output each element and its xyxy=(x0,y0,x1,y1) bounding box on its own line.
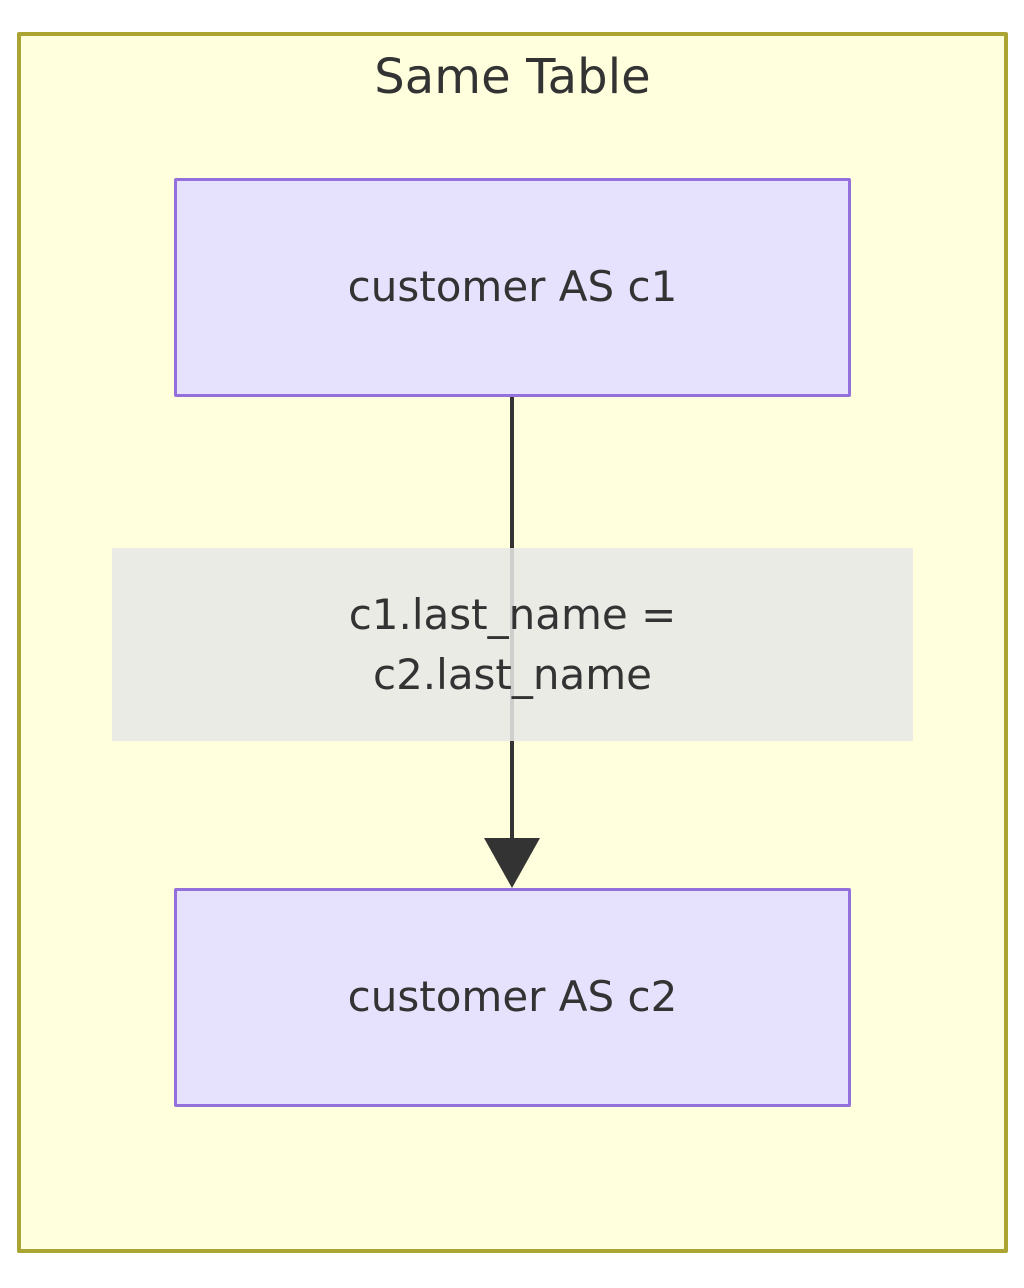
node-customer-as-c2[interactable]: customer AS c2 xyxy=(174,888,851,1107)
edge-label-line-1: c1.last_name = xyxy=(348,589,677,639)
node-customer-as-c1[interactable]: customer AS c1 xyxy=(174,178,851,397)
subgraph-title: Same Table xyxy=(374,49,651,105)
node-label: customer AS c1 xyxy=(347,262,678,312)
edge-label-line-2: c2.last_name xyxy=(372,649,653,699)
edge-label-join-condition: c1.last_name = c2.last_name xyxy=(112,548,913,741)
node-label: customer AS c2 xyxy=(347,972,678,1022)
